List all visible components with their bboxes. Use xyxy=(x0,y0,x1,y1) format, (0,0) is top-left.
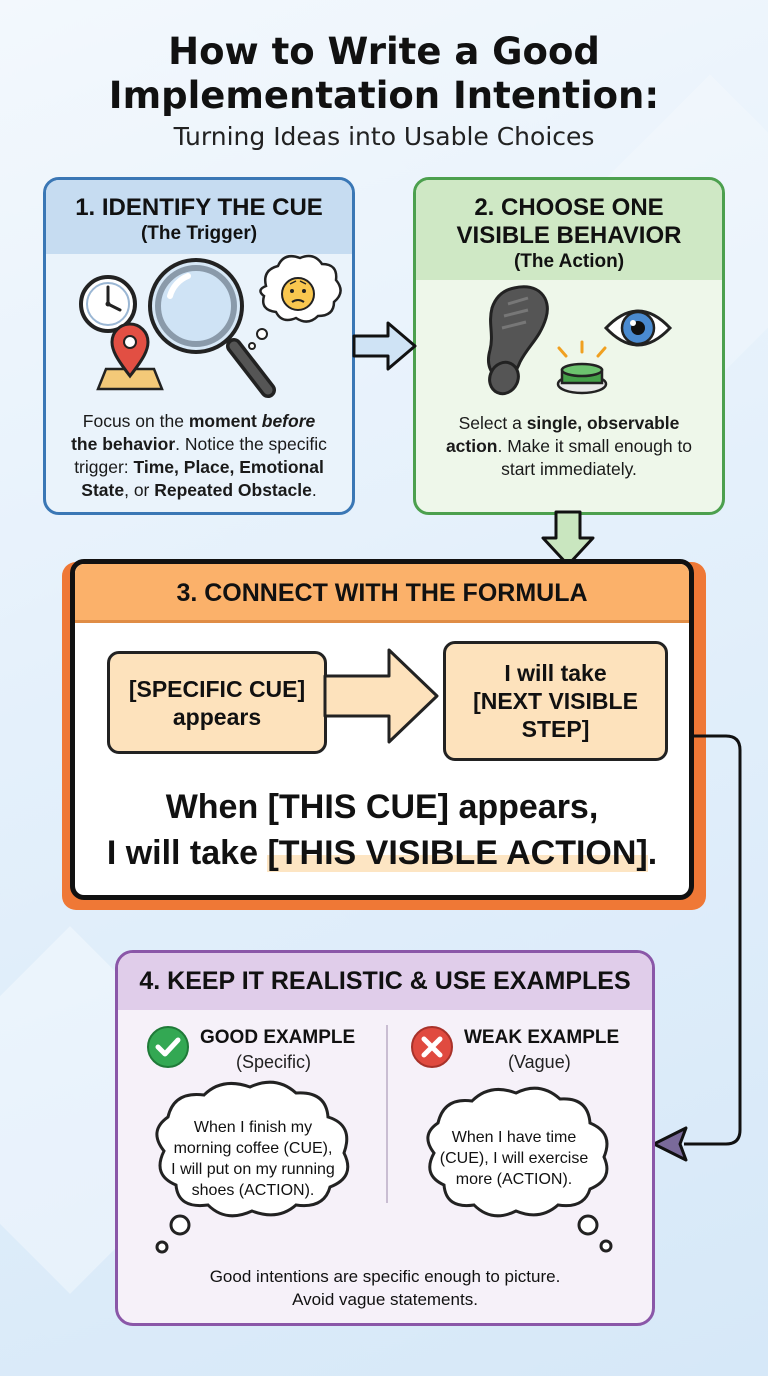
specific-cue-line-2: appears xyxy=(172,703,262,730)
weak-example-thought-bubble xyxy=(426,1086,613,1253)
step-1-text: Focus on the xyxy=(82,411,189,431)
step-1-bold-text: Repeated Obstacle xyxy=(154,480,312,500)
next-step-line-3: STEP] xyxy=(521,716,590,742)
step-1-italic-text: before xyxy=(261,411,316,431)
weak-example-line: more (ACTION). xyxy=(455,1171,573,1188)
next-step-line-1: I will take xyxy=(504,660,607,686)
next-step-line-2: [NEXT VISIBLE xyxy=(473,688,638,714)
good-example-text: When I finish my morning coffee (CUE), I… xyxy=(146,1117,360,1201)
weak-example-line: When I have time xyxy=(451,1129,577,1146)
connector-line xyxy=(652,734,742,1162)
specific-cue-box: [SPECIFIC CUE] appears xyxy=(107,651,327,754)
footer-line-1: Good intentions are specific enough to p… xyxy=(209,1267,561,1286)
step-2-subheading: (The Action) xyxy=(513,251,625,272)
step-1-illustration xyxy=(79,254,342,398)
magnifying-glass-icon xyxy=(148,258,276,398)
step-1-bold-text: the behavior xyxy=(71,434,176,454)
step-1-text: . Notice the specific trigger: xyxy=(74,434,327,477)
footprint-icon xyxy=(487,285,549,396)
step-1-bold-text: Time, Place, Emotional State xyxy=(81,457,324,500)
weak-example-sublabel: (Vague) xyxy=(508,1052,571,1072)
worried-thought-icon xyxy=(248,254,342,350)
step-4-panel: 4. KEEP IT REALISTIC & USE EXAMPLES GOOD… xyxy=(115,950,655,1326)
column-divider xyxy=(386,1025,388,1203)
good-example-line: I will put on my running xyxy=(171,1161,335,1178)
step-2-heading-line-1: 2. CHOOSE ONE xyxy=(474,194,664,221)
push-button-icon xyxy=(556,340,608,395)
step-1-heading: 1. IDENTIFY THE CUE xyxy=(75,194,323,221)
step-2-panel: 2. CHOOSE ONE VISIBLE BEHAVIOR (The Acti… xyxy=(413,177,725,515)
step-4-heading: 4. KEEP IT REALISTIC & USE EXAMPLES xyxy=(118,953,652,1010)
good-example-label: GOOD EXAMPLE xyxy=(200,1027,356,1048)
clock-icon xyxy=(79,275,137,333)
step-2-bold-text: single, observable action xyxy=(445,413,680,456)
step-2-header: 2. CHOOSE ONE VISIBLE BEHAVIOR (The Acti… xyxy=(416,180,722,280)
weak-example-text: When I have time (CUE), I will exercise … xyxy=(414,1127,614,1190)
step-3-heading: 3. CONNECT WITH THE FORMULA xyxy=(75,564,689,623)
step-4-footer: Good intentions are specific enough to p… xyxy=(118,1265,652,1311)
good-example-line: When I finish my xyxy=(193,1119,313,1136)
step-1-description: Focus on the moment before the behavior.… xyxy=(46,410,352,502)
weak-example-line: (CUE), I will exercise xyxy=(439,1150,589,1167)
arrow-right-icon xyxy=(352,321,417,371)
step-2-heading-line-2: VISIBLE BEHAVIOR xyxy=(456,222,682,249)
step-2-description: Select a single, observable action. Make… xyxy=(416,412,722,481)
good-example-line: shoes (ACTION). xyxy=(191,1182,315,1199)
title-line-1: How to Write a Good xyxy=(168,30,600,73)
formula-statement: When [THIS CUE] appears, I will take [TH… xyxy=(75,784,689,876)
cross-icon xyxy=(411,1026,453,1068)
weak-example-label: WEAK EXAMPLE xyxy=(464,1027,620,1048)
arrowhead-left-icon xyxy=(652,1126,688,1162)
formula-line-2-end: . xyxy=(647,834,658,872)
arrow-down-icon xyxy=(541,510,595,567)
step-1-text: , or xyxy=(124,480,155,500)
map-pin-icon xyxy=(96,322,164,391)
title-line-2: Implementation Intention: xyxy=(108,74,660,117)
step-2-text: Select a xyxy=(458,413,527,433)
specific-cue-line-1: [SPECIFIC CUE] xyxy=(128,675,306,702)
step-2-text: . Make it small enough to start immediat… xyxy=(497,436,693,479)
page-title: How to Write a Good Implementation Inten… xyxy=(0,30,768,118)
good-example-thought-bubble xyxy=(155,1080,350,1254)
formula-highlighted-action: [THIS VISIBLE ACTION] xyxy=(267,834,648,872)
step-1-bold-text: moment xyxy=(188,411,262,431)
formula-line-2-start: I will take xyxy=(106,834,268,872)
step-1-header: 1. IDENTIFY THE CUE (The Trigger) xyxy=(46,180,352,254)
formula-arrow-icon xyxy=(323,648,439,744)
step-2-illustration xyxy=(487,285,673,396)
check-icon xyxy=(147,1026,189,1068)
eye-icon xyxy=(603,309,673,347)
step-1-subheading: (The Trigger) xyxy=(140,223,258,244)
step-3-panel: 3. CONNECT WITH THE FORMULA [SPECIFIC CU… xyxy=(70,559,694,900)
good-example-sublabel: (Specific) xyxy=(236,1052,312,1072)
formula-line-1: When [THIS CUE] appears, xyxy=(165,788,599,826)
good-example-line: morning coffee (CUE), xyxy=(173,1140,333,1157)
step-1-text: . xyxy=(311,480,317,500)
next-visible-step-box: I will take [NEXT VISIBLE STEP] xyxy=(443,641,668,761)
page-subtitle: Turning Ideas into Usable Choices xyxy=(173,122,595,151)
step-1-panel: 1. IDENTIFY THE CUE (The Trigger) xyxy=(43,177,355,515)
footer-line-2: Avoid vague statements. xyxy=(292,1290,478,1309)
